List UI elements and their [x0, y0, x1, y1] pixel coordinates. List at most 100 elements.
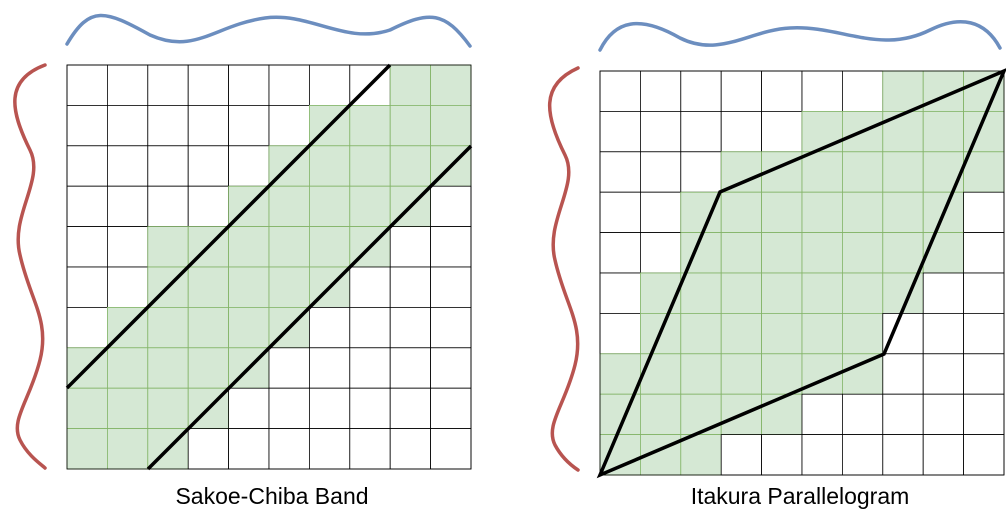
- grid-cell: [640, 151, 682, 193]
- grid-cell: [66, 185, 108, 227]
- grid-border: [66, 64, 472, 470]
- band-cell: [268, 266, 310, 308]
- grid-cell: [308, 64, 351, 106]
- grid-cell: [761, 70, 803, 112]
- grid-cell: [66, 266, 108, 308]
- grid-cell: [430, 266, 472, 308]
- grid-cell: [963, 393, 1005, 436]
- band-cell: [922, 232, 965, 274]
- grid-cell: [430, 347, 472, 389]
- band-cell: [187, 306, 229, 349]
- band-cell: [801, 232, 843, 274]
- band-cell: [680, 312, 722, 355]
- grid-cell: [599, 70, 641, 112]
- band-cell: [882, 111, 924, 153]
- grid-cell: [963, 434, 1005, 476]
- itakura-grid: [599, 70, 1005, 476]
- grid-cell: [599, 151, 641, 193]
- band-cell: [680, 393, 722, 436]
- grid-cell: [599, 111, 641, 153]
- band-cell: [107, 387, 149, 430]
- panel-caption: Itakura Parallelogram: [691, 483, 910, 509]
- grid-cell: [308, 347, 351, 389]
- grid-cell: [680, 151, 722, 193]
- band-cell: [147, 306, 189, 349]
- band-cell: [430, 105, 472, 147]
- band-cell: [801, 191, 843, 233]
- band-cell: [66, 428, 108, 470]
- band-cell: [963, 151, 1005, 193]
- band-cell: [147, 347, 189, 389]
- band-cell: [107, 347, 149, 389]
- grid-cell: [268, 64, 310, 106]
- parallelogram-outline: [596, 68, 1006, 479]
- band-cell: [228, 226, 270, 268]
- band-cell: [107, 428, 149, 470]
- grid-cell: [389, 266, 432, 308]
- grid-cell: [963, 353, 1005, 395]
- band-cell: [349, 145, 391, 187]
- band-cell: [228, 306, 270, 349]
- grid-cell: [640, 232, 682, 274]
- grid-cell: [308, 387, 351, 430]
- band-cell: [963, 70, 1005, 112]
- grid-cell: [349, 306, 391, 349]
- grid-cell: [842, 434, 884, 476]
- band-cell: [680, 191, 722, 233]
- grid-cell: [599, 272, 641, 314]
- grid-cell: [599, 232, 641, 274]
- grid-cell: [107, 64, 149, 106]
- band-cell: [308, 145, 351, 187]
- band-cell: [640, 353, 682, 395]
- grid-cell: [720, 434, 763, 476]
- band-cell: [720, 312, 763, 355]
- grid-cell: [430, 428, 472, 470]
- grid-cell: [430, 226, 472, 268]
- grid-cell: [389, 387, 432, 430]
- grid-cell: [66, 226, 108, 268]
- band-cell: [842, 191, 884, 233]
- band-cell: [720, 272, 763, 314]
- grid-cell: [107, 226, 149, 268]
- grid-cell: [147, 105, 189, 147]
- band-cell: [761, 312, 803, 355]
- grid-cell: [187, 428, 229, 470]
- band-cell: [922, 151, 965, 193]
- grid-cell: [430, 387, 472, 430]
- grid-cell: [922, 393, 965, 436]
- grid-cell: [430, 306, 472, 349]
- itakura-panel: Itakura Parallelogram: [547, 20, 1006, 509]
- band-cell: [430, 64, 472, 106]
- band-cell: [801, 151, 843, 193]
- band-cell: [842, 232, 884, 274]
- panel-caption: Sakoe-Chiba Band: [175, 483, 368, 509]
- band-cell: [882, 232, 924, 274]
- band-cell: [680, 272, 722, 314]
- band-cell: [761, 353, 803, 395]
- grid-cell: [66, 145, 108, 187]
- grid-cell: [801, 70, 843, 112]
- band-cell: [761, 393, 803, 436]
- grid-cell: [107, 145, 149, 187]
- band-cell: [389, 145, 432, 187]
- grid-cell: [882, 393, 924, 436]
- sakoe-chiba-grid: [66, 64, 472, 470]
- grid-cell: [268, 428, 310, 470]
- grid-cell: [761, 111, 803, 153]
- grid-cell: [147, 64, 189, 106]
- grid-cell: [308, 428, 351, 470]
- grid-cell: [228, 105, 270, 147]
- band-cell: [389, 105, 432, 147]
- band-cell: [268, 185, 310, 227]
- band-cell: [801, 312, 843, 355]
- grid-cell: [268, 347, 310, 389]
- band-cell: [349, 185, 391, 227]
- band-cell: [268, 226, 310, 268]
- grid-cell: [430, 185, 472, 227]
- band-cell: [308, 226, 351, 268]
- grid-cell: [308, 306, 351, 349]
- grid-cell: [922, 312, 965, 355]
- grid-cell: [963, 272, 1005, 314]
- band-cell: [680, 434, 722, 476]
- band-cell: [349, 105, 391, 147]
